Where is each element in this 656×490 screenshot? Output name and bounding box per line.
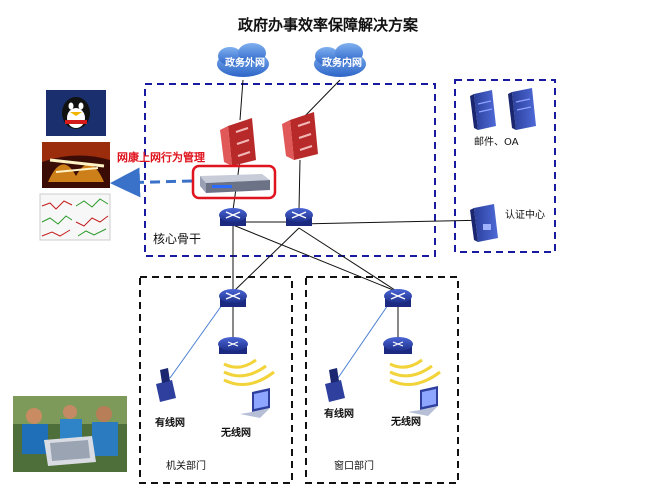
switch-icon: [219, 208, 247, 226]
access-point-icon: [218, 337, 275, 386]
switch-icon: [384, 289, 412, 307]
phone-icon: [325, 368, 345, 402]
appliance-highlight: [191, 164, 277, 200]
wired-label-left: 有线网: [155, 418, 185, 429]
firewall-icon: [282, 112, 318, 160]
core-zone-border: [144, 83, 436, 257]
server-zone-border: [454, 79, 556, 253]
wireless-label-left: 无线网: [221, 428, 251, 439]
auth-center-label: 认证中心: [505, 210, 545, 221]
access-point-icon: [383, 337, 441, 386]
wireless-label-right: 无线网: [391, 417, 421, 428]
dept-left-border: [139, 276, 293, 484]
stock-chart-icon: [39, 193, 111, 241]
appliance-icon: [200, 174, 270, 193]
wired-label-right: 有线网: [324, 409, 354, 420]
cables: [232, 79, 491, 340]
server-icon: [470, 90, 496, 130]
game-icon: [42, 142, 110, 188]
cloud-icon: [314, 43, 366, 77]
dept-left-label: 机关部门: [166, 461, 206, 472]
wireless-links: [169, 304, 389, 379]
dept-right-border: [305, 276, 459, 484]
cloud-label-external: 政务外网: [225, 58, 265, 69]
people-photo: [13, 396, 127, 472]
laptop-icon: [240, 388, 270, 418]
server-icon: [470, 204, 498, 242]
cloud-label-internal: 政务内网: [322, 58, 362, 69]
page-title: 政府办事效率保障解决方案: [237, 16, 418, 34]
firewall-icon: [220, 118, 256, 166]
switch-icon: [219, 289, 247, 307]
switch-icon: [285, 208, 313, 226]
management-label: 网康上网行为管理: [117, 151, 205, 164]
management-arrow: [110, 167, 193, 198]
server-icon: [508, 88, 536, 130]
mail-oa-label: 邮件、OA: [474, 137, 519, 148]
laptop-icon: [408, 386, 438, 416]
dept-right-label: 窗口部门: [334, 461, 374, 472]
core-label: 核心骨干: [153, 232, 202, 246]
cloud-icon: [217, 43, 269, 77]
phone-icon: [156, 368, 176, 402]
qq-icon: [46, 90, 106, 136]
